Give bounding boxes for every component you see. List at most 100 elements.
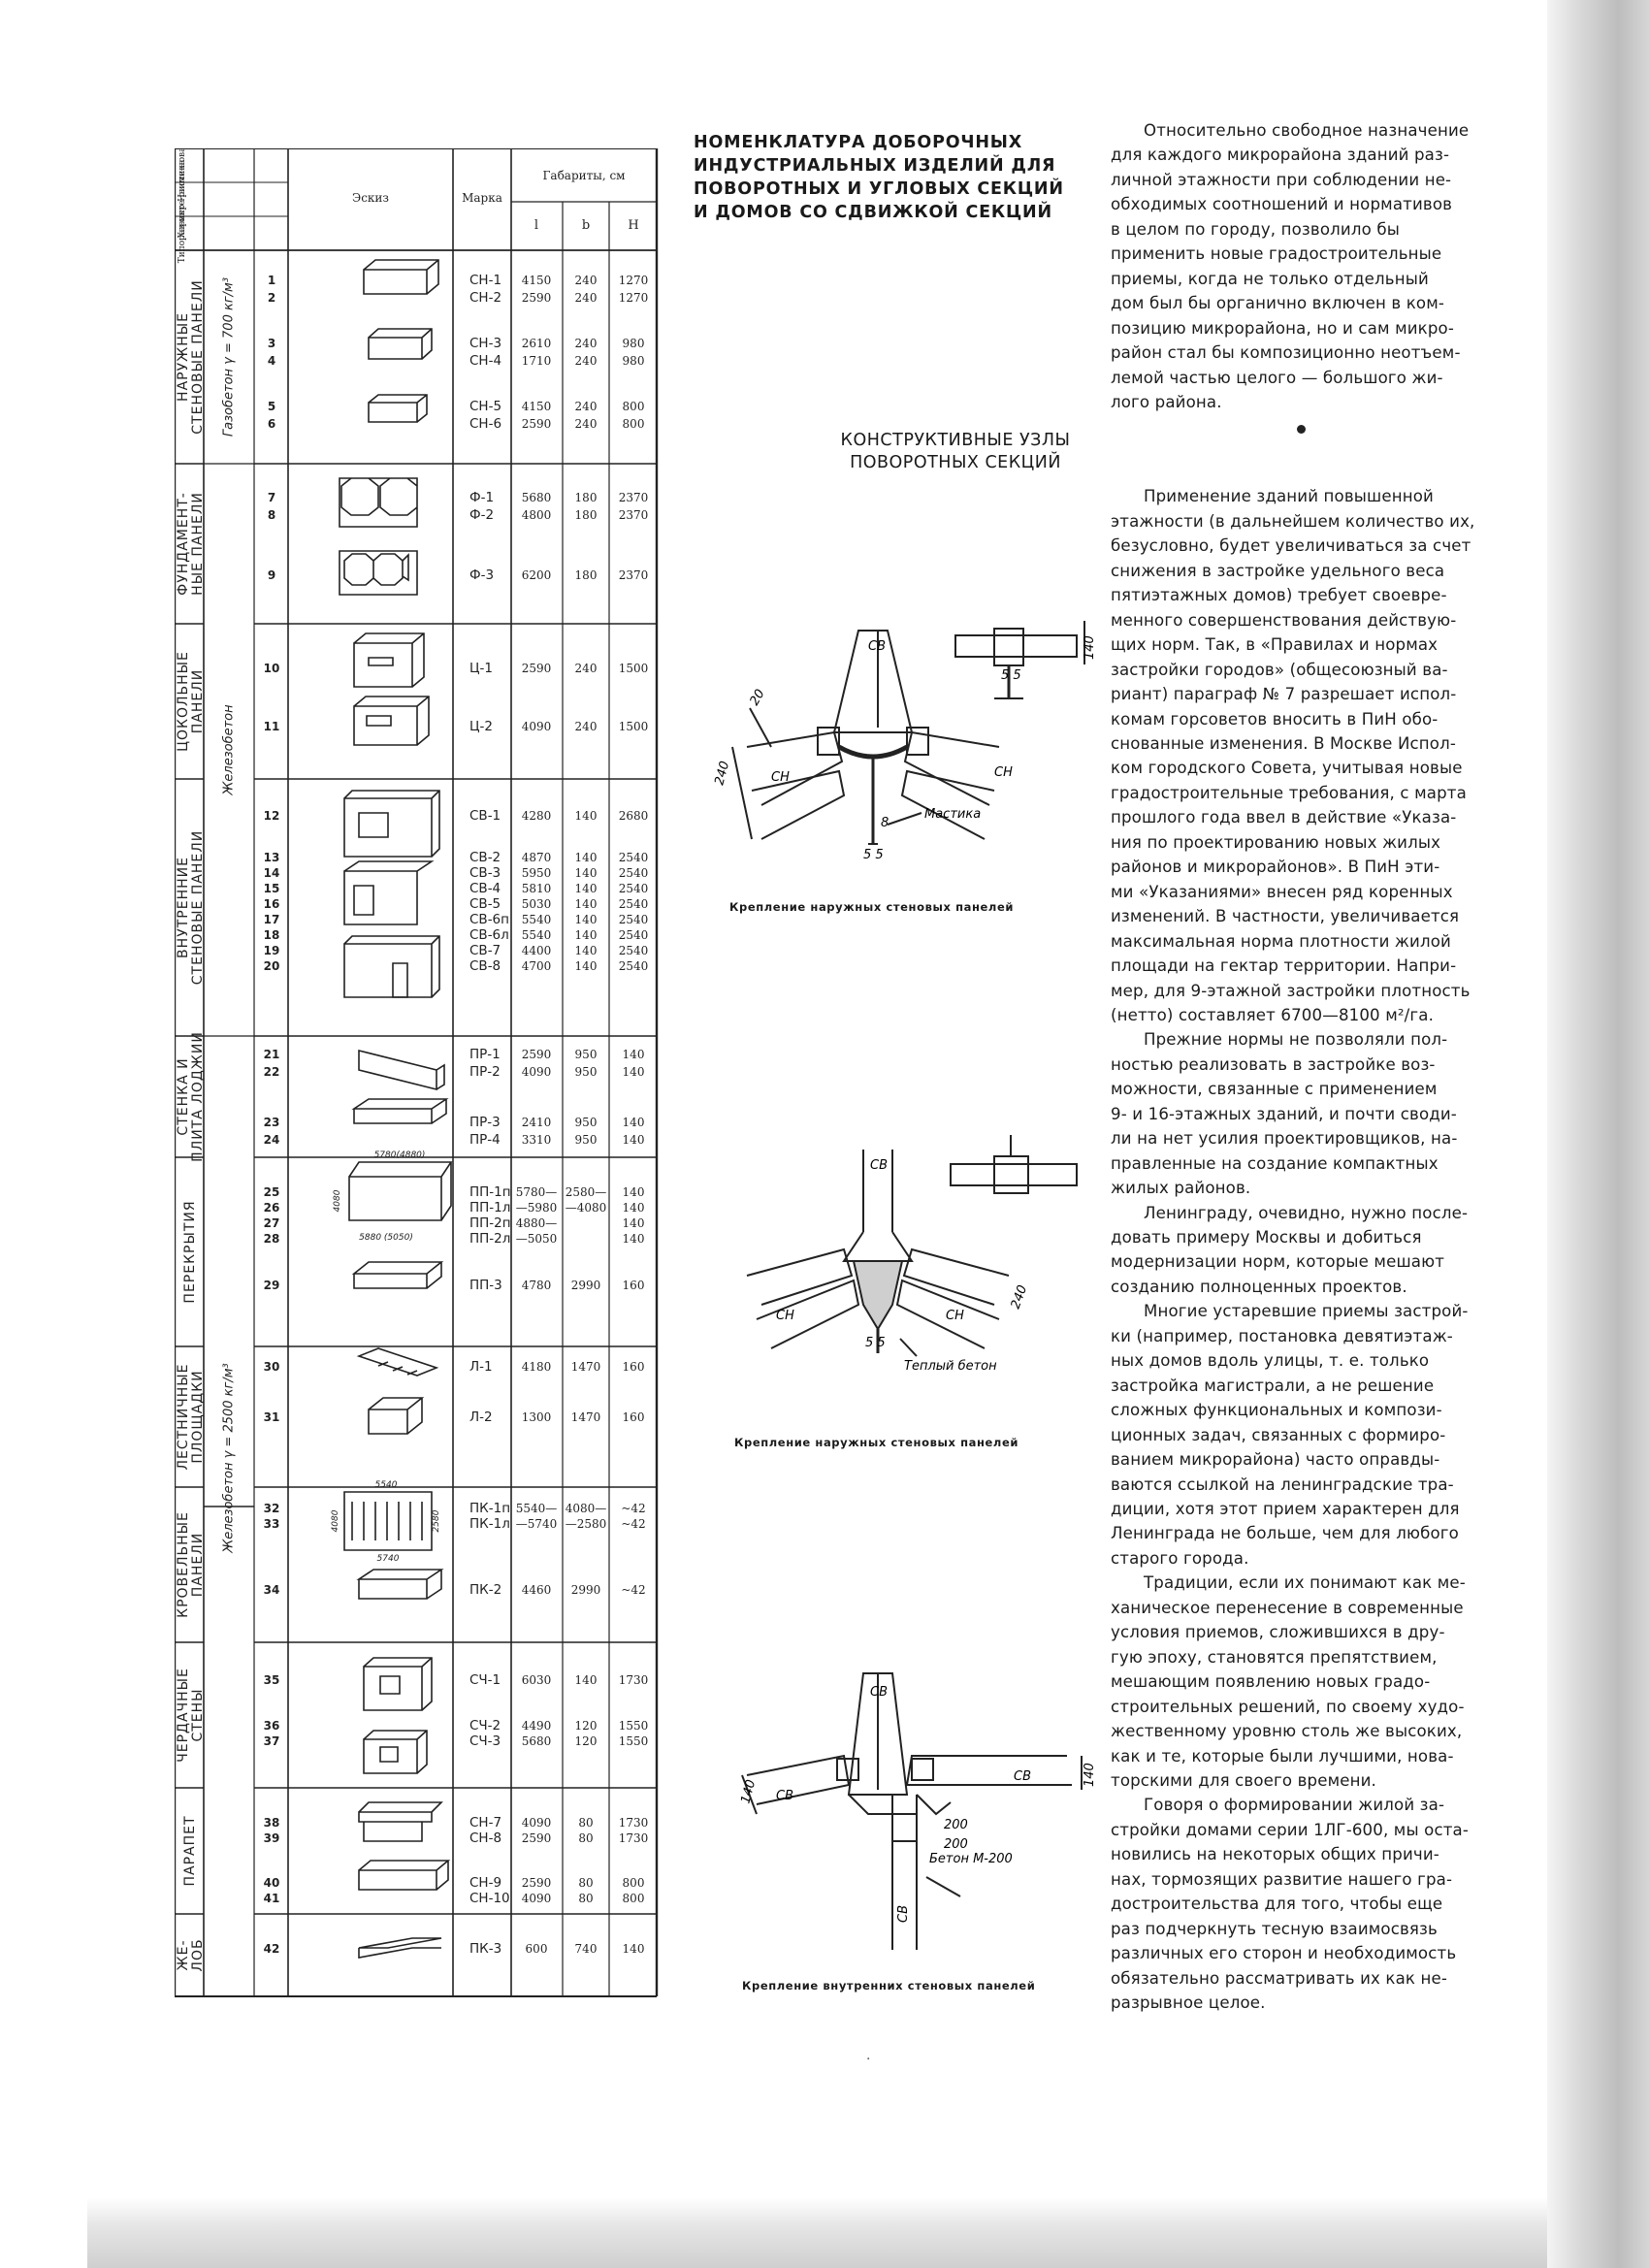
dim-140: 140 (1083, 635, 1097, 660)
panel-sketch (353, 696, 430, 746)
group-name: КРОВЕЛЬНЫЕ (176, 1511, 191, 1618)
row-number: 6 (268, 417, 275, 431)
paragraph-line: достроительства для того, чтобы еще (1111, 1895, 1443, 1914)
paragraph-line: районов и микрорайонов». В ПиН эти- (1111, 858, 1440, 877)
row-dim-b: 740 (575, 1942, 598, 1956)
paragraph-line: Ленинграду, очевидно, нужно после- (1144, 1203, 1469, 1222)
joint-figure-3: СВ СВ СВ СВ Бетон М-200 140 140 200 200 (738, 1672, 1096, 1950)
row-number: 2 (268, 291, 275, 305)
section-subheading: КОНСТРУКТИВНЫЕ УЗЛЫ ПОВОРОТНЫХ СЕКЦИЙ (834, 430, 1077, 474)
group-name: ЧЕРДАЧНЫЕ (176, 1668, 191, 1763)
joint-figure-2: СВ СН СН Теплый бетон 240 5 5 (746, 1135, 1078, 1374)
paragraph-line: обязательно рассматривать их как не- (1111, 1968, 1447, 1988)
label-warm-concrete: Теплый бетон (904, 1359, 997, 1374)
label-sn-left: СН (771, 770, 790, 785)
paragraph-line: жественному уровню столь же высоких, (1111, 1722, 1463, 1741)
row-number: 18 (264, 928, 280, 942)
row-dim-b: 140 (575, 809, 598, 823)
paragraph-line: нах, тормозящих развитие нашего гра- (1111, 1869, 1453, 1889)
row-dim-l: 4870 (522, 851, 552, 864)
paragraph-line: различных его сторон и необходимость (1111, 1944, 1457, 1963)
dim-240: 240 (1009, 1283, 1031, 1311)
group-name: СТЕНОВЫЕ ПАНЕЛИ (190, 279, 206, 434)
dim-5-5-bottom: 5 5 (863, 848, 884, 862)
paragraph-line: обходимых соотношений и нормативов (1111, 195, 1453, 214)
paragraph-line: менного совершенствования действую- (1111, 610, 1457, 630)
row-dim-l: —5740 (516, 1517, 558, 1531)
dim-200-a: 200 (944, 1818, 968, 1832)
row-number: 20 (264, 959, 280, 973)
row-mark: ПР-3 (469, 1115, 501, 1130)
row-dim-l: —5050 (516, 1232, 558, 1246)
article-paragraph: Ленинграду, очевидно, нужно после-довать… (1111, 1201, 1502, 1300)
row-dim-b: 120 (575, 1734, 598, 1748)
row-dim-b: 140 (575, 913, 598, 926)
row-dim-h: 160 (623, 1279, 645, 1292)
paragraph-line: максимальная норма плотности жилой (1111, 931, 1451, 951)
paragraph-line: изменений. В частности, увеличивается (1111, 907, 1460, 926)
label-sv-left: СВ (776, 1789, 793, 1803)
row-mark: Л-1 (469, 1359, 493, 1375)
row-dim-h: 980 (623, 337, 645, 350)
row-dim-l: 5540 (522, 928, 552, 942)
row-dim-h: 140 (623, 1133, 645, 1147)
row-number: 21 (264, 1048, 280, 1061)
row-dim-b: 950 (575, 1048, 598, 1061)
panel-sketch (368, 657, 394, 666)
paragraph-line: диции, хотя этот прием характерен для (1111, 1500, 1460, 1519)
row-number: 32 (264, 1502, 280, 1515)
row-mark: СЧ-2 (469, 1718, 501, 1733)
print-speck: · (866, 2052, 871, 2067)
row-mark: СН-8 (469, 1831, 501, 1846)
panel-sketch (358, 1801, 443, 1842)
row-dim-l: 4150 (522, 274, 552, 287)
group-name: ПАНЕЛИ (190, 669, 206, 733)
row-number: 23 (264, 1116, 280, 1129)
row-dim-l: 2590 (522, 417, 552, 431)
row-dim-h: 2540 (619, 882, 649, 895)
panel-sketch (363, 259, 439, 295)
row-mark: ПП-2п (469, 1215, 511, 1231)
row-dim-b: 180 (575, 491, 598, 504)
row-number: 35 (264, 1673, 280, 1687)
header-mark: Марка (462, 191, 502, 205)
row-dim-h: 2540 (619, 897, 649, 911)
row-number: 4 (268, 354, 275, 368)
row-dim-h: 160 (623, 1360, 645, 1374)
panel-sketch (343, 790, 440, 858)
article-heading: НОМЕНКЛАТУРА ДОБОРОЧНЫХ ИНДУСТРИАЛЬНЫХ И… (694, 131, 1064, 224)
row-dim-h: 2370 (619, 491, 649, 504)
paragraph-line: созданию полноценных проектов. (1111, 1277, 1407, 1296)
row-dim-h: 140 (623, 1065, 645, 1079)
row-number: 25 (264, 1185, 280, 1199)
group-name: ПАНЕЛИ (190, 1533, 206, 1597)
row-mark: Ф-2 (469, 507, 494, 523)
row-dim-l: 2590 (522, 1831, 552, 1845)
sketch-dimension: 4080 (333, 1189, 342, 1212)
row-dim-l: 5950 (522, 866, 552, 880)
label-sv-right: СВ (1014, 1769, 1031, 1784)
row-mark: СВ-3 (469, 865, 501, 881)
paragraph-line: безусловно, будет увеличиваться за счет (1111, 536, 1471, 556)
row-dim-l: 4090 (522, 1816, 552, 1830)
paragraph-line: (нетто) составляет 6700—8100 м²/га. (1111, 1005, 1435, 1024)
row-mark: СН-4 (469, 353, 501, 369)
group-name: НАРУЖНЫЕ (176, 312, 191, 402)
row-dim-l: 2610 (522, 337, 552, 350)
paragraph-line: Многие устаревшие приемы застрой- (1144, 1302, 1469, 1321)
row-dim-b: 240 (575, 662, 598, 675)
row-mark: СН-3 (469, 336, 501, 351)
panel-sketch (339, 477, 418, 528)
row-mark: Ф-3 (469, 567, 494, 583)
header-sketch: Эскиз (352, 191, 389, 205)
row-number: 34 (264, 1583, 280, 1597)
heading-line: ПОВОРОТНЫХ И УГЛОВЫХ СЕКЦИЙ (694, 179, 1064, 199)
paragraph-line: можности, связанные с применением (1111, 1080, 1438, 1099)
panel-sketch (358, 1937, 442, 1959)
group-name: СТЕНОВЫЕ ПАНЕЛИ (190, 830, 206, 985)
scan-edge-shadow (1547, 0, 1649, 2268)
paragraph-line: лемой частью целого — большого жи- (1111, 368, 1443, 387)
panel-sketch (366, 715, 392, 727)
row-dim-b: 180 (575, 508, 598, 522)
